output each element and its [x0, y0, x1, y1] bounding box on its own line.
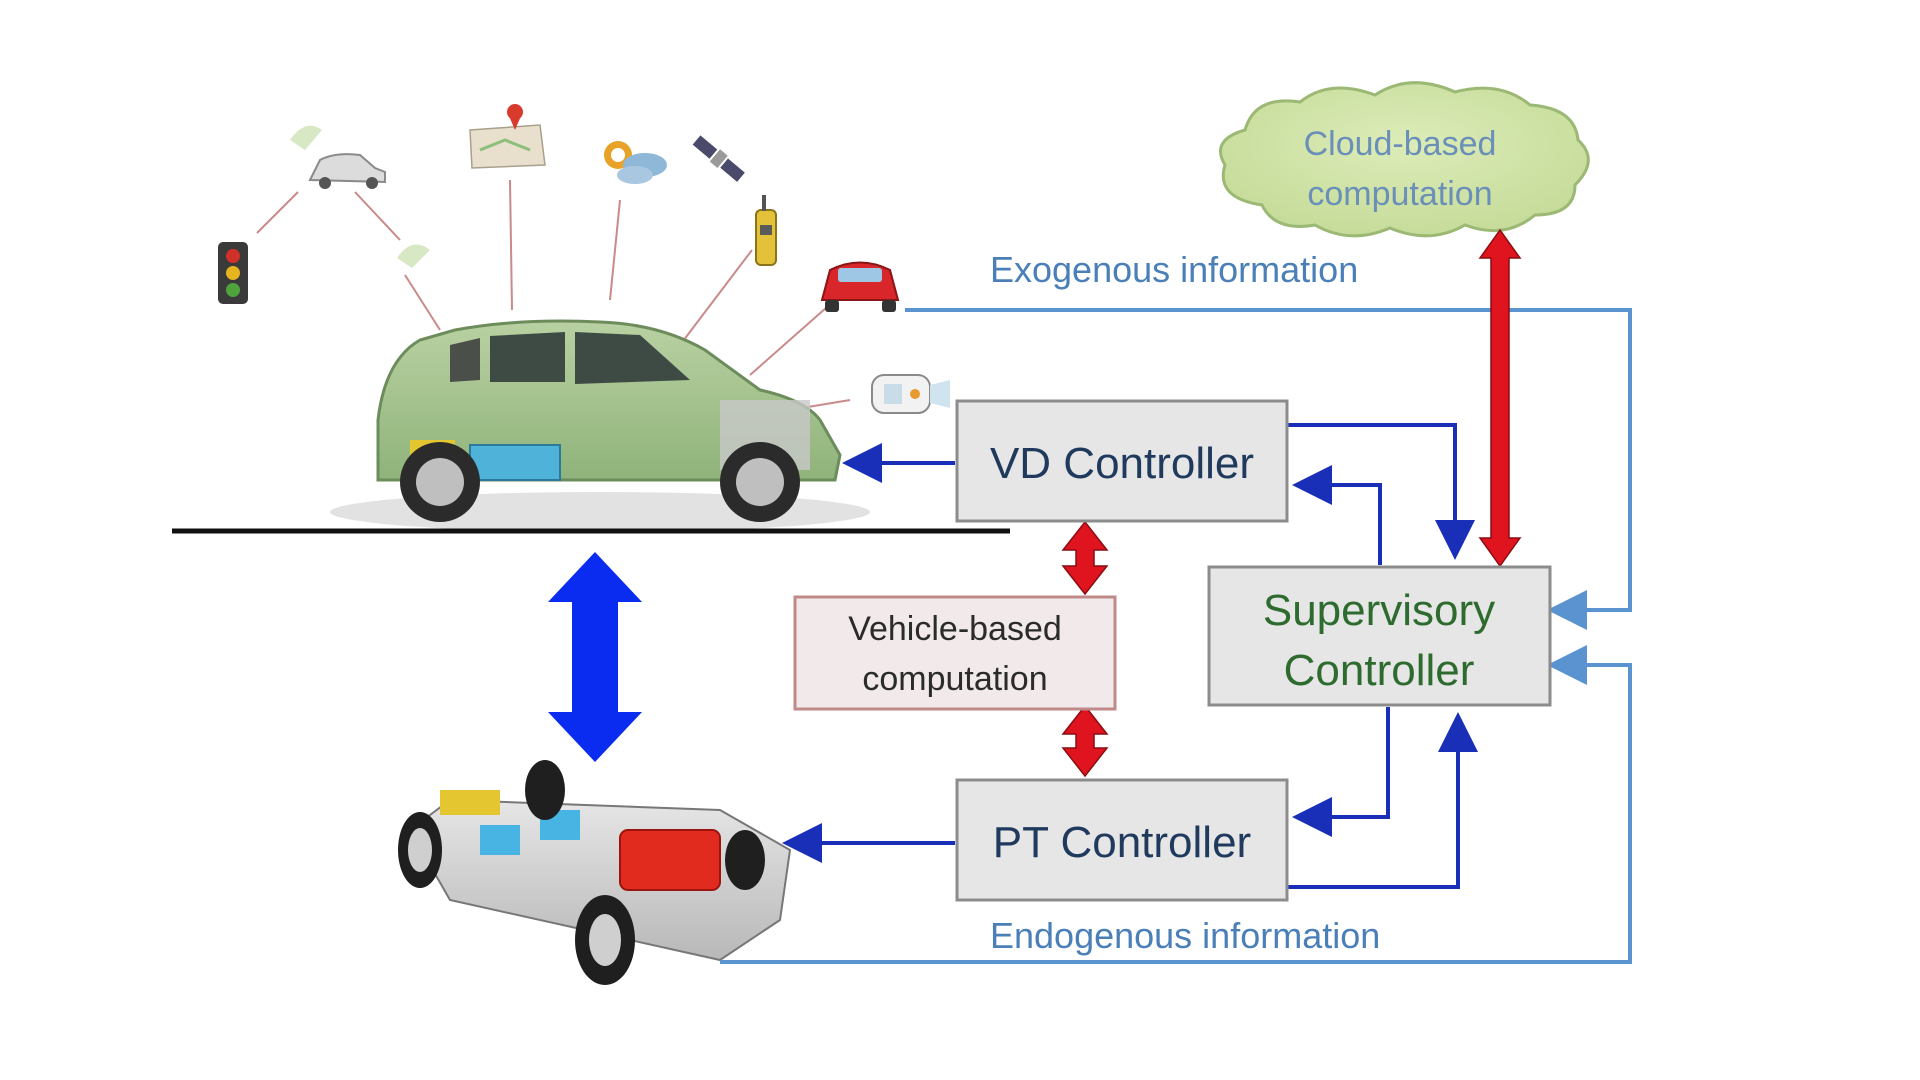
vehicle-based-label-line2: computation	[862, 660, 1047, 698]
pt-controller-label: PT Controller	[993, 818, 1251, 867]
vehicle-illustration	[172, 319, 1010, 534]
red-double-arrows	[1061, 228, 1522, 778]
information-lines	[720, 308, 1632, 964]
connected-car-icon	[308, 153, 386, 189]
red-car-icon	[820, 261, 900, 312]
map-pin-icon	[469, 104, 546, 169]
walkie-talkie-icon	[755, 195, 777, 266]
vd-controller-label: VD Controller	[990, 439, 1254, 488]
signal-wave-icon	[397, 244, 430, 268]
chassis-illustration	[398, 760, 792, 985]
pt-controller-box: PT Controller	[955, 778, 1289, 902]
vehicle-based-label-line1: Vehicle-based	[848, 610, 1062, 648]
cloud-label-line1: Cloud-based	[1304, 125, 1497, 163]
supervisory-label-line2: Controller	[1284, 646, 1475, 695]
exogenous-information-label: Exogenous information	[990, 249, 1358, 290]
supervisory-controller-box: Supervisory Controller	[1207, 565, 1552, 707]
cloud-supervisory-double-arrow	[1478, 228, 1522, 568]
vehicle-based-computation-box: Vehicle-based computation	[793, 595, 1117, 711]
cloud-label-line2: computation	[1307, 175, 1492, 213]
vd-vehicle-double-arrow	[1061, 520, 1109, 596]
control-lines	[782, 423, 1478, 889]
satellite-icon	[692, 135, 745, 182]
supervisory-label-line1: Supervisory	[1263, 586, 1495, 635]
environment-icons	[218, 104, 950, 416]
vehicle-chassis-double-arrow	[548, 552, 642, 762]
weather-icon	[604, 141, 667, 184]
vd-controller-box: VD Controller	[955, 399, 1289, 523]
vehicle-pt-double-arrow	[1061, 704, 1109, 778]
connector-lines	[256, 179, 851, 416]
cloud-based-computation: Cloud-based computation	[1219, 81, 1590, 238]
signal-wave-icon	[290, 125, 322, 150]
endogenous-information-label: Endogenous information	[990, 915, 1380, 956]
sensor-icon	[871, 374, 950, 414]
traffic-light-icon	[218, 242, 248, 304]
